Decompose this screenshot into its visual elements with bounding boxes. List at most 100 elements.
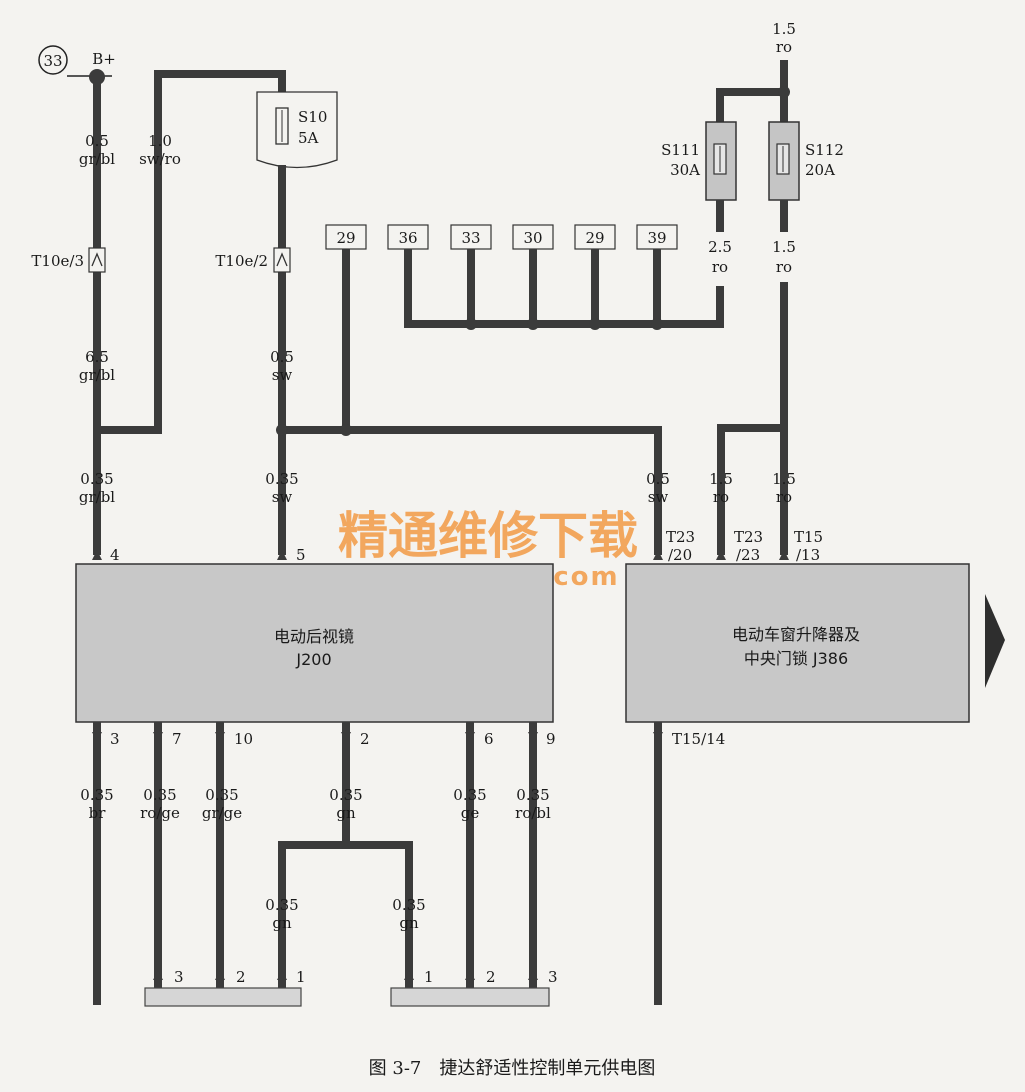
b4-size: 0.35 — [329, 786, 362, 804]
pin-9: 9 — [546, 730, 556, 748]
w5-color: ro — [712, 258, 728, 276]
b6-color: ro/bl — [515, 804, 551, 822]
wire-s111-feed — [716, 88, 784, 122]
w6-size: 1.5 — [772, 238, 796, 256]
conn2-pin-1: 1 — [424, 968, 434, 986]
module-j386 — [625, 563, 970, 723]
fuse-s112-rating: 20A — [805, 161, 835, 179]
conn1-pin-3: 3 — [174, 968, 184, 986]
b1-color: br — [89, 804, 107, 822]
b5-size: 0.35 — [453, 786, 486, 804]
svg-text:30: 30 — [523, 229, 542, 247]
conn1-pin-2: 2 — [236, 968, 246, 986]
b2-size: 0.35 — [143, 786, 176, 804]
w7-color: gr/bl — [79, 488, 115, 506]
wire-ground-bus — [404, 286, 724, 328]
w3-size: 6.5 — [85, 348, 109, 366]
pin-t23-20-a: T23 — [666, 528, 695, 546]
svg-text:33: 33 — [461, 229, 480, 247]
fuse-s10-holder — [256, 91, 338, 169]
pin-t23-23-arrow — [716, 550, 726, 560]
pin-t23-20-b: /20 — [668, 546, 692, 564]
w4-size: 0.5 — [270, 348, 294, 366]
connector-t10e2-arrow — [276, 252, 288, 267]
connector-pins — [153, 970, 538, 980]
wire-s112-branch — [717, 424, 784, 555]
ground-box-2: 36 — [387, 224, 429, 250]
b1-size: 0.35 — [80, 786, 113, 804]
ground-box-4: 30 — [512, 224, 554, 250]
wire-sw-bus — [282, 426, 662, 555]
terminal-33-label: 33 — [43, 52, 62, 70]
svg-text:29: 29 — [336, 229, 355, 247]
w8-color: sw — [272, 488, 293, 506]
pin-7: 7 — [172, 730, 182, 748]
svg-text:39: 39 — [647, 229, 666, 247]
figure-caption: 图 3-7 捷达舒适性控制单元供电图 — [369, 1058, 656, 1079]
b8-color: gn — [399, 914, 419, 932]
w7-size: 0.35 — [80, 470, 113, 488]
w2-color: sw/ro — [139, 150, 181, 168]
pin-4-arrow — [92, 550, 102, 560]
module-j200-code: J200 — [295, 650, 331, 669]
fuse-s10-name: S10 — [298, 108, 327, 126]
w6-color: ro — [776, 258, 792, 276]
pin-5-arrow — [277, 550, 287, 560]
b3-color: gr/ge — [202, 804, 242, 822]
pin-t15-13-a: T15 — [794, 528, 823, 546]
junction-sw-left — [276, 424, 288, 436]
junction-sw-29 — [340, 424, 352, 436]
junction-g39 — [651, 318, 663, 330]
fuse-s111-rating: 30A — [670, 161, 700, 179]
fuse-s111-name: S111 — [661, 141, 700, 159]
junction-top-feed — [778, 86, 790, 98]
fuse-s112-name: S112 — [805, 141, 844, 159]
w9-size: 0.5 — [646, 470, 670, 488]
wire-gn-split — [278, 841, 413, 988]
fuse-s10-rating: 5A — [298, 129, 319, 147]
conn1-pin-1: 1 — [296, 968, 306, 986]
junction-g29 — [589, 318, 601, 330]
w11-size: 1.5 — [772, 470, 796, 488]
ground-box-3: 33 — [450, 224, 492, 250]
pin-6: 6 — [484, 730, 494, 748]
ground-box-1: 29 — [325, 224, 367, 250]
mirror-connector-left — [144, 987, 302, 1007]
connector-t10e3-arrow — [91, 252, 103, 267]
pin-t23-23-b: /23 — [736, 546, 760, 564]
fuse-s112-body — [768, 121, 800, 201]
w4-color: sw — [272, 366, 293, 384]
w3-color: gr/bl — [79, 366, 115, 384]
w1-color: gr/bl — [79, 150, 115, 168]
module-j200 — [75, 563, 554, 723]
w11-color: ro — [776, 488, 792, 506]
top-feed-size: 1.5 — [772, 20, 796, 38]
watermark-title: 精通维修下载 — [338, 507, 638, 565]
pin-t15-13-b: /13 — [796, 546, 820, 564]
module-j200-title: 电动后视镜 — [274, 627, 354, 646]
bplus-label: B+ — [92, 50, 116, 68]
b5-color: ge — [461, 804, 480, 822]
svg-text:36: 36 — [398, 229, 417, 247]
w1-size: 0.5 — [85, 132, 109, 150]
pin-t15-13-arrow — [779, 550, 789, 560]
conn2-pin-3: 3 — [548, 968, 558, 986]
pin-3: 3 — [110, 730, 120, 748]
pin-4: 4 — [110, 546, 120, 564]
module-j386-title: 电动车窗升降器及 — [732, 625, 860, 644]
b4-color: gn — [336, 804, 356, 822]
b7-color: gn — [272, 914, 292, 932]
w5-size: 2.5 — [708, 238, 732, 256]
ground-box-5: 29 — [574, 224, 616, 250]
ground-box-6: 39 — [636, 224, 678, 250]
junction-g30 — [527, 318, 539, 330]
pin-t23-20-arrow — [653, 550, 663, 560]
mirror-connector-right — [390, 987, 550, 1007]
b3-size: 0.35 — [205, 786, 238, 804]
pin-t15-14: T15/14 — [672, 730, 725, 748]
w10-color: ro — [713, 488, 729, 506]
continuation-arrow-icon — [985, 594, 1005, 688]
w10-size: 1.5 — [709, 470, 733, 488]
b8-size: 0.35 — [392, 896, 425, 914]
